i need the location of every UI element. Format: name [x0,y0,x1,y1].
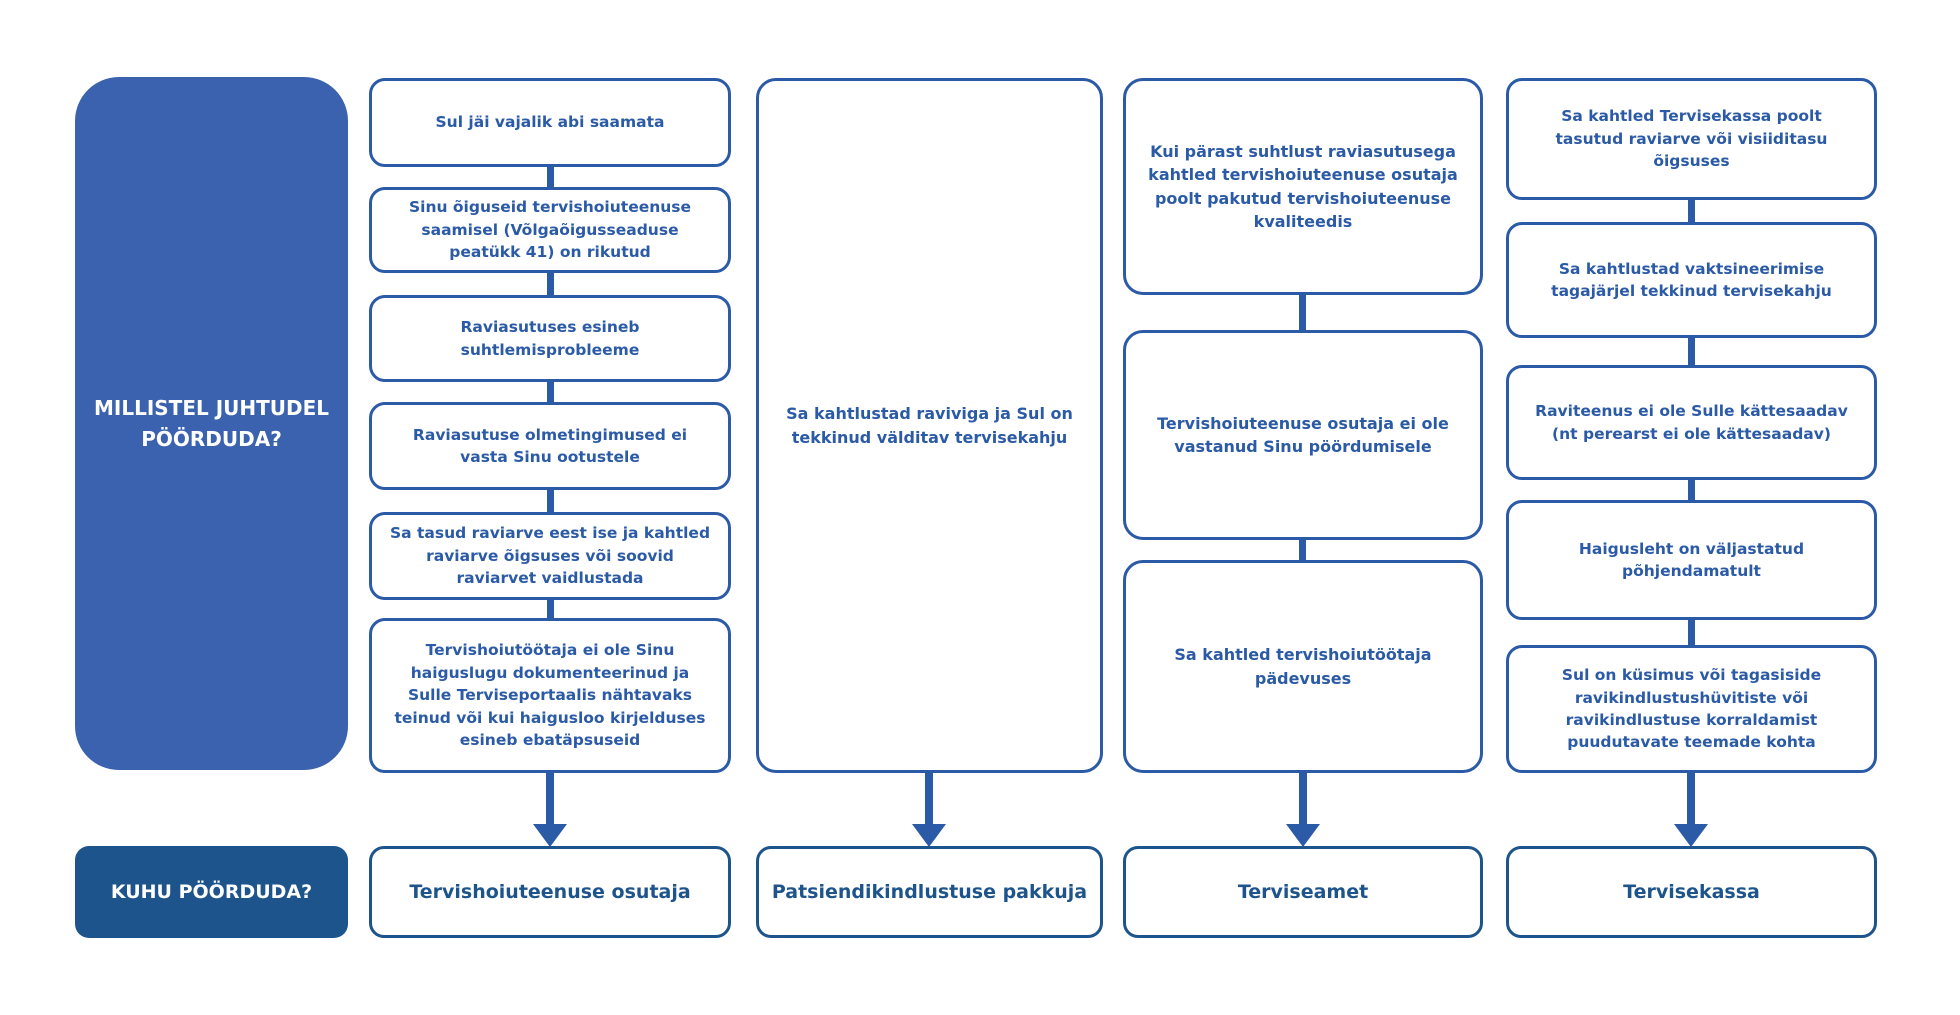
flow-arrow-stem [1687,771,1695,825]
down-arrow-icon [1286,824,1320,847]
connector [547,488,554,514]
case-box: Sa kahtled tervishoiutöötaja pädevuses [1123,560,1483,773]
case-box: Sa kahtlustad vaktsineerimise tagajärjel… [1506,222,1877,338]
flow-arrow-stem [1299,771,1307,825]
case-box: Tervishoiuteenuse osutaja ei ole vastanu… [1123,330,1483,540]
row-header-cases-label: MILLISTEL JUHTUDEL PÖÖRDUDA? [94,395,329,451]
case-box: Tervishoiutöötaja ei ole Sinu haiguslugu… [369,618,731,773]
case-box: Sa kahtlustad raviviga ja Sul on tekkinu… [756,78,1103,773]
row-header-where-label: KUHU PÖÖRDUDA? [110,881,313,903]
connector [1688,478,1695,502]
down-arrow-icon [1674,824,1708,847]
destination-box: Patsiendikindlustuse pakkuja [756,846,1103,938]
destination-box: Tervisekassa [1506,846,1877,938]
down-arrow-icon [912,824,946,847]
case-box: Sinu õiguseid tervishoiuteenuse saamisel… [369,187,731,273]
connector [1688,618,1695,647]
case-box: Haigusleht on väljastatud põhjendamatult [1506,500,1877,620]
down-arrow-icon [533,824,567,847]
connector [1299,293,1306,332]
destination-box: Terviseamet [1123,846,1483,938]
connector [547,598,554,620]
case-box: Kui pärast suhtlust raviasutusega kahtle… [1123,78,1483,295]
case-box: Sa kahtled Tervisekassa poolt tasutud ra… [1506,78,1877,200]
destination-box: Tervishoiuteenuse osutaja [369,846,731,938]
case-box: Raviasutuse olmetingimused ei vasta Sinu… [369,402,731,490]
case-box: Sul jäi vajalik abi saamata [369,78,731,167]
row-header-cases: MILLISTEL JUHTUDEL PÖÖRDUDA? [75,77,348,770]
flow-arrow-stem [925,771,933,825]
connector [547,380,554,404]
flow-arrow-stem [546,771,554,825]
case-box: Raviasutuses esineb suhtlemisprobleeme [369,295,731,382]
case-box: Sa tasud raviarve eest ise ja kahtled ra… [369,512,731,600]
connector [547,165,554,189]
connector [1688,336,1695,367]
row-header-where: KUHU PÖÖRDUDA? [75,846,348,938]
connector [1299,538,1306,562]
case-box: Sul on küsimus või tagasiside ravikindlu… [1506,645,1877,773]
connector [1688,198,1695,224]
connector [547,271,554,297]
case-box: Raviteenus ei ole Sulle kättesaadav (nt … [1506,365,1877,480]
